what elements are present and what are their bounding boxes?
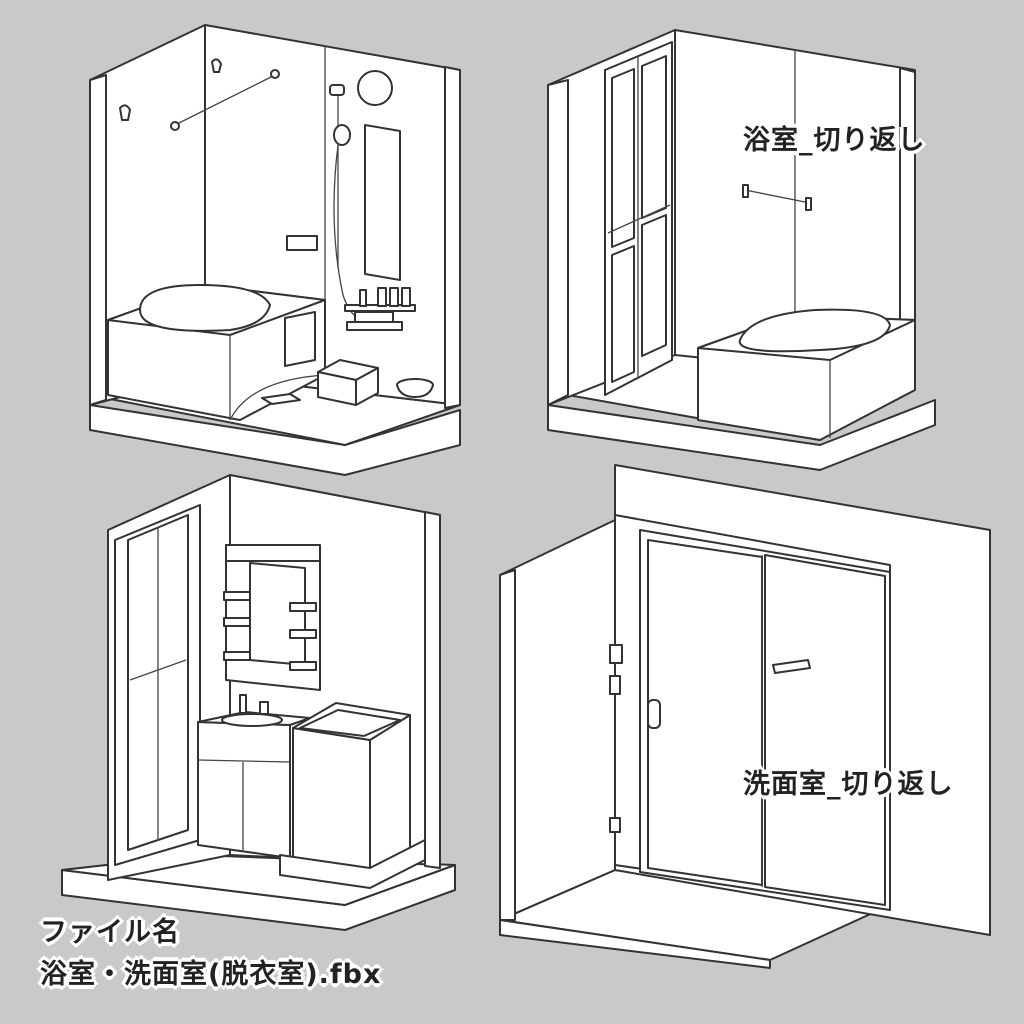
washroom-reverse-view (499, 464, 991, 969)
bathroom-unit-view (89, 24, 461, 476)
file-caption-label: ファイル名 (40, 917, 180, 948)
file-name-label: 浴室・洗面室(脱衣室).fbx (40, 959, 382, 990)
washroom-view (61, 474, 456, 931)
bathroom-reverse-view (547, 29, 936, 471)
bathroom-mirror-label: 浴室_切り返し (743, 125, 926, 156)
washroom-mirror-label: 洗面室_切り返し (743, 769, 954, 800)
